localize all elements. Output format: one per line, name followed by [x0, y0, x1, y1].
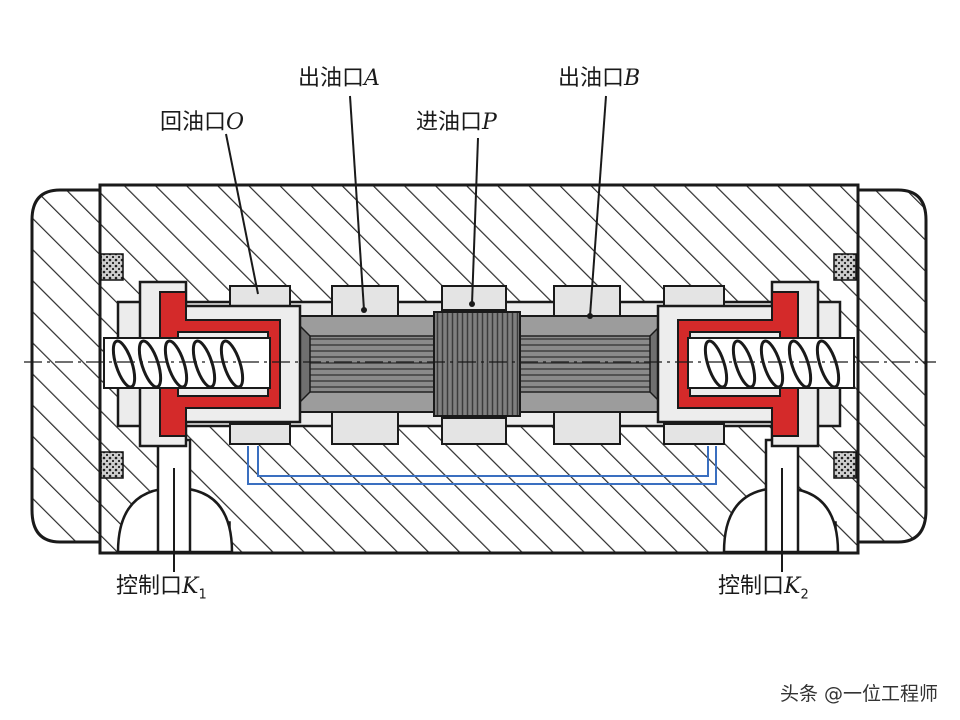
label-return-o: 回油口O — [160, 110, 245, 135]
right-end-cap — [856, 188, 928, 544]
label-outlet-a: 出油口A — [298, 66, 380, 91]
internal-channel — [247, 446, 717, 485]
left-end-cap — [30, 188, 102, 544]
label-inlet-p: 进油口P — [416, 110, 497, 135]
label-control-k2: 控制口K2 — [718, 574, 809, 603]
right-spring — [687, 337, 855, 389]
left-spring — [103, 337, 271, 389]
spool — [289, 311, 671, 417]
label-outlet-b: 出油口B — [558, 66, 641, 91]
leader-lines — [173, 95, 783, 572]
watermark: 头条 @一位工程师 — [779, 683, 938, 705]
label-control-k1: 控制口K1 — [116, 574, 207, 603]
leader-dots — [361, 301, 593, 319]
